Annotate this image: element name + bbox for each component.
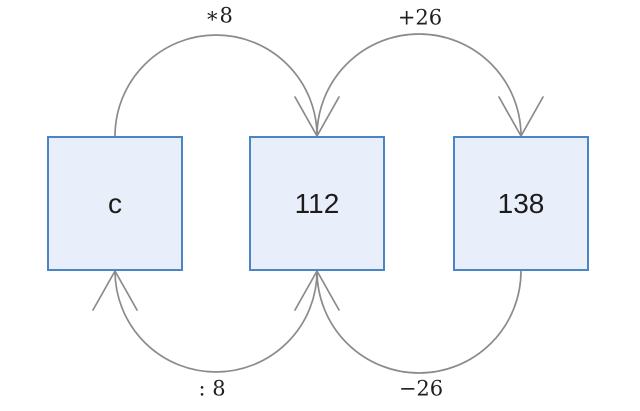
node-138: 138	[453, 136, 589, 271]
minus-26-arrowhead	[294, 270, 340, 311]
divide-8-arrowhead	[92, 270, 138, 311]
multiply-8-arc	[114, 34, 318, 137]
edge-label-minus-26: −26	[398, 376, 444, 401]
node-label: 112	[294, 187, 340, 219]
edge-label-divide-8: : 8	[198, 376, 226, 401]
node-c: c	[47, 136, 183, 271]
edge-label-plus-26: +26	[397, 5, 443, 30]
node-label: c	[108, 187, 122, 219]
divide-8-arc	[114, 270, 318, 373]
node-112: 112	[249, 136, 385, 271]
plus-26-arc	[316, 33, 522, 137]
minus-26-arc	[316, 270, 522, 374]
node-label: 138	[497, 187, 545, 219]
edge-label-multiply-8: ∗8	[205, 3, 233, 28]
